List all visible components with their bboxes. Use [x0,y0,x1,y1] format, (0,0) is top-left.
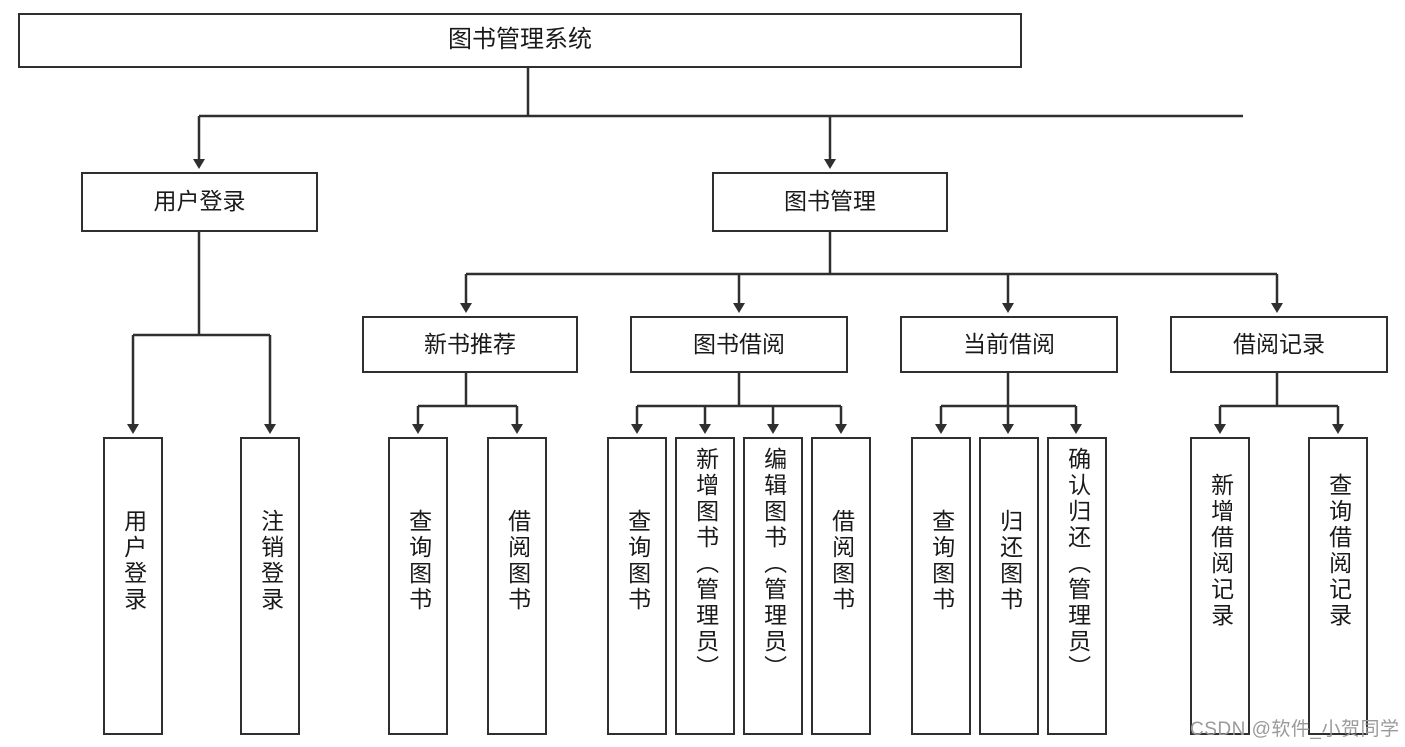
node-label: 用户登录 [153,188,246,215]
node-label: 归还图书 [996,509,1023,613]
node-label: 新增借阅记录 [1207,473,1234,629]
node-label: 用户登录 [120,509,147,613]
leaf-current-borrow-confirm-return-admin[interactable]: 确认归还（管理员） [1047,437,1107,735]
node-current-borrow[interactable]: 当前借阅 [900,316,1118,373]
node-label: 借阅记录 [1233,330,1325,357]
node-label: 图书管理系统 [448,26,592,54]
node-label: 查询图书 [624,509,651,613]
node-label: 查询图书 [405,509,432,613]
node-borrow-record[interactable]: 借阅记录 [1170,316,1388,373]
leaf-new-book-borrow-book[interactable]: 借阅图书 [487,437,547,735]
node-user-login[interactable]: 用户登录 [81,172,318,232]
node-book-management[interactable]: 图书管理 [712,172,948,232]
node-label: 图书借阅 [693,330,785,357]
leaf-user-login-logout[interactable]: 注销登录 [240,437,300,735]
leaf-borrow-record-add-record[interactable]: 新增借阅记录 [1190,437,1250,735]
node-label: 注销登录 [257,509,284,613]
node-label: 借阅图书 [828,509,855,613]
leaf-book-borrow-query-book[interactable]: 查询图书 [607,437,667,735]
leaf-user-login-login[interactable]: 用户登录 [103,437,163,735]
leaf-book-borrow-edit-book-admin[interactable]: 编辑图书（管理员） [743,437,803,735]
csdn-watermark: CSDN @软件_小贺同学 [1190,719,1400,740]
node-label: 编辑图书（管理员） [760,447,787,681]
leaf-current-borrow-return-book[interactable]: 归还图书 [979,437,1039,735]
node-label: 查询图书 [928,509,955,613]
node-new-book-recommend[interactable]: 新书推荐 [362,316,578,373]
leaf-current-borrow-query-book[interactable]: 查询图书 [911,437,971,735]
node-book-borrow[interactable]: 图书借阅 [630,316,848,373]
node-label: 新增图书（管理员） [692,447,719,681]
node-label: 借阅图书 [504,509,531,613]
leaf-book-borrow-add-book-admin[interactable]: 新增图书（管理员） [675,437,735,735]
node-label: 图书管理 [784,188,876,215]
leaf-borrow-record-query-record[interactable]: 查询借阅记录 [1308,437,1368,735]
node-book-management-system[interactable]: 图书管理系统 [18,13,1022,68]
node-label: 新书推荐 [424,330,516,357]
node-label: 查询借阅记录 [1325,473,1352,629]
node-label: 确认归还（管理员） [1064,447,1091,681]
leaf-book-borrow-borrow-book[interactable]: 借阅图书 [811,437,871,735]
leaf-new-book-query-book[interactable]: 查询图书 [388,437,448,735]
node-label: 当前借阅 [963,330,1055,357]
